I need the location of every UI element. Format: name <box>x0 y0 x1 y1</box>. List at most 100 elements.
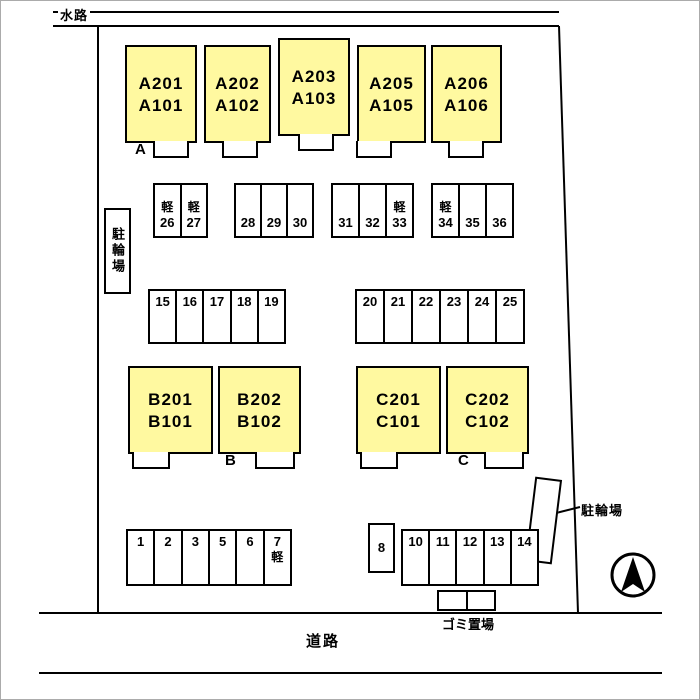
north-compass <box>610 552 656 598</box>
unit-label-lower: B102 <box>237 411 282 431</box>
stall-number: 8 <box>377 540 386 555</box>
stall-number: 11 <box>435 534 450 549</box>
building-c-unit-2: C202 C102 <box>446 366 529 454</box>
garbage-area-box-2 <box>466 590 496 611</box>
kei-tag: 軽 <box>439 200 452 214</box>
building-b-unit-1: B201 B101 <box>128 366 213 454</box>
kei-tag: 軽 <box>161 200 174 214</box>
unit-label-upper: B202 <box>237 389 282 409</box>
waterway-label: 水路 <box>58 5 91 24</box>
unit-label-lower: C102 <box>465 411 510 431</box>
parking-stall-6: 6 <box>237 531 265 584</box>
parking-stall-12: 12 <box>457 531 485 584</box>
parking-stall-18: 18 <box>232 291 259 342</box>
building-a-entrance-3 <box>298 134 334 151</box>
unit-label-upper: A206 <box>444 73 489 93</box>
stall-number: 21 <box>390 294 406 309</box>
unit-label-lower: A105 <box>369 95 414 115</box>
building-c-unit-1: C201 C101 <box>356 366 441 454</box>
stall-number: 2 <box>164 534 172 549</box>
stall-number: 6 <box>246 534 254 549</box>
unit-label-upper: A201 <box>138 73 184 93</box>
parking-stall-23: 23 <box>441 291 469 342</box>
parking-stall-36: 36 <box>487 185 512 236</box>
parking-stall-22: 22 <box>413 291 441 342</box>
unit-label-lower: C101 <box>376 411 421 431</box>
stall-number: 22 <box>418 294 434 309</box>
parking-stall-11: 11 <box>430 531 458 584</box>
stall-number: 31 <box>338 215 353 230</box>
unit-label-lower: A101 <box>138 95 184 115</box>
building-a-unit-1: A201 A101 <box>125 45 197 143</box>
building-a-entrance-5 <box>448 141 484 158</box>
stall-number: 7 <box>273 534 281 549</box>
parking-stall-30: 30 <box>288 185 312 236</box>
stall-number: 3 <box>191 534 199 549</box>
building-c-entrance-2 <box>484 452 524 469</box>
stall-number: 15 <box>155 294 170 309</box>
building-a-unit-2: A202 A102 <box>204 45 271 143</box>
stall-number: 13 <box>489 534 505 549</box>
stall-number: 16 <box>182 294 198 309</box>
parking-stall-14: 14 <box>512 531 537 584</box>
stall-number: 25 <box>502 294 518 309</box>
stall-number: 17 <box>209 294 225 309</box>
parking-stall-13: 13 <box>485 531 512 584</box>
unit-label-lower: A102 <box>215 95 260 115</box>
stall-number: 10 <box>408 534 423 549</box>
parking-stall-29: 29 <box>262 185 288 236</box>
building-a-entrance-1 <box>153 141 189 158</box>
stall-number: 26 <box>160 215 175 230</box>
bicycle-parking-right-label: 駐輪場 <box>581 503 624 518</box>
building-b-unit-2: B202 B102 <box>218 366 301 454</box>
garbage-area-label: ゴミ置場 <box>441 617 494 632</box>
parking-stall-8: 8 <box>370 525 393 571</box>
unit-label-lower: B101 <box>148 411 193 431</box>
stall-number: 36 <box>492 215 507 230</box>
parking-stall-35: 35 <box>460 185 487 236</box>
bicycle-parking-left-label: 駐輪場 <box>110 227 125 275</box>
parking-stall-1: 1 <box>128 531 156 584</box>
building-a-letter: A <box>135 141 146 158</box>
stall-number: 12 <box>462 534 478 549</box>
stall-number: 28 <box>240 215 256 230</box>
building-a-entrance-2 <box>222 141 258 158</box>
stall-number: 18 <box>236 294 252 309</box>
unit-label-lower: A106 <box>444 95 489 115</box>
parking-stall-3: 3 <box>183 531 210 584</box>
stall-number: 20 <box>362 294 378 309</box>
stall-number: 27 <box>186 215 201 230</box>
parking-stall-21: 21 <box>385 291 413 342</box>
north-arrow-icon <box>621 557 645 592</box>
kei-tag: 軽 <box>393 200 406 214</box>
building-b-entrance-1 <box>132 452 170 469</box>
unit-label-upper: A205 <box>369 73 414 93</box>
stall-number: 23 <box>446 294 462 309</box>
parking-group-10-14: 10 11 12 13 14 <box>401 529 539 586</box>
stall-number: 24 <box>474 294 490 309</box>
parking-stall-31: 31 <box>333 185 360 236</box>
parking-stall-2: 2 <box>155 531 183 584</box>
building-b-letter: B <box>225 452 236 469</box>
parking-stall-24: 24 <box>469 291 497 342</box>
parking-stall-5: 5 <box>210 531 238 584</box>
stall-number: 32 <box>365 215 380 230</box>
parking-stall-25: 25 <box>497 291 523 342</box>
building-a-unit-3: A203 A103 <box>278 38 350 136</box>
building-b-entrance-2 <box>255 452 295 469</box>
bicycle-parking-left: 駐輪場 <box>104 208 131 294</box>
stall-number: 35 <box>465 215 480 230</box>
building-a-unit-5: A206 A106 <box>431 45 502 143</box>
building-a-unit-4: A205 A105 <box>357 45 426 143</box>
parking-stall-10: 10 <box>403 531 431 584</box>
unit-label-upper: B201 <box>148 389 193 409</box>
